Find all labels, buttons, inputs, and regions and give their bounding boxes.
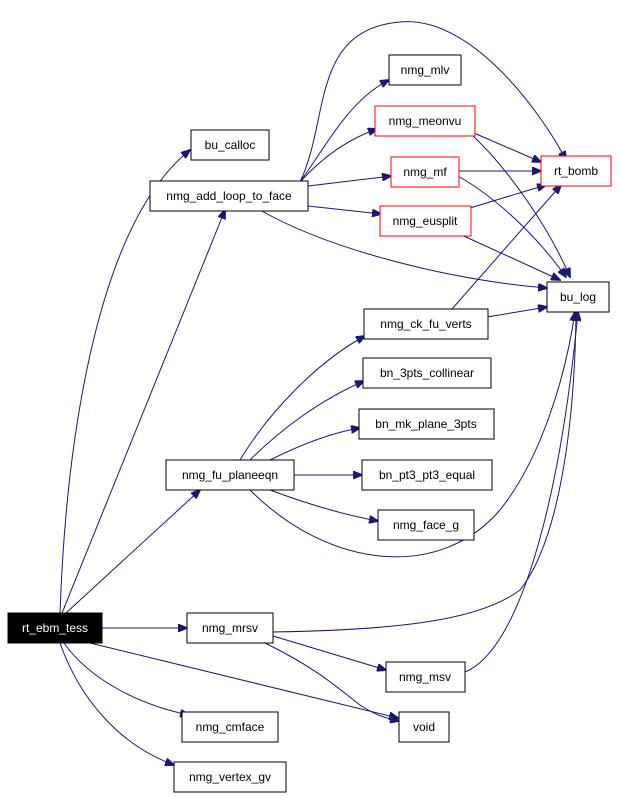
- node-label: nmg_cmface: [196, 720, 265, 734]
- node-label: nmg_mf: [403, 165, 447, 179]
- node-nmg_add_loop_to_face[interactable]: nmg_add_loop_to_face: [149, 180, 309, 212]
- edge-nmg_add_loop_to_face-nmg_eusplit: [307, 205, 381, 214]
- node-nmg_vertex_gv[interactable]: nmg_vertex_gv: [173, 761, 287, 793]
- node-label: nmg_eusplit: [393, 214, 458, 228]
- edge-nmg_add_loop_to_face-nmg_mlv: [299, 80, 389, 183]
- edge-nmg_fu_planeeqn-bu_log: [249, 312, 575, 558]
- node-label: nmg_msv: [399, 670, 451, 684]
- edge-nmg_mrsv-nmg_msv: [272, 635, 386, 670]
- nodes: rt_ebm_tess bu_calloc nmg_add_loop_to_fa…: [7, 54, 612, 793]
- node-rt_ebm_tess[interactable]: rt_ebm_tess: [7, 612, 103, 644]
- node-bn_3pts_collinear[interactable]: bn_3pts_collinear: [362, 357, 492, 389]
- edge-nmg_ck_fu_verts-bu_log: [486, 307, 547, 318]
- edge-rt_ebm_tess-nmg_fu_planeeqn: [65, 490, 200, 614]
- edge-nmg_fu_planeeqn-bn_mk_plane_3pts: [269, 428, 360, 461]
- edge-nmg_msv-bu_log: [464, 312, 578, 673]
- edge-rt_ebm_tess-void: [89, 642, 398, 718]
- edge-nmg_meonvu-rt_bomb: [473, 132, 541, 162]
- node-label: nmg_vertex_gv: [189, 770, 271, 784]
- node-rt_bomb[interactable]: rt_bomb: [540, 155, 612, 187]
- node-nmg_msv[interactable]: nmg_msv: [385, 661, 466, 693]
- edge-nmg_add_loop_to_face-nmg_meonvu: [299, 129, 377, 183]
- node-label: bn_mk_plane_3pts: [375, 417, 476, 431]
- node-bu_log[interactable]: bu_log: [546, 281, 610, 313]
- node-label: void: [413, 720, 435, 734]
- node-nmg_eusplit[interactable]: nmg_eusplit: [379, 205, 472, 237]
- node-nmg_mrsv[interactable]: nmg_mrsv: [186, 612, 274, 644]
- edge-rt_ebm_tess-nmg_vertex_gv: [59, 642, 174, 765]
- node-label: rt_bomb: [554, 164, 598, 178]
- edge-nmg_mrsv-bu_log: [272, 312, 576, 633]
- node-nmg_fu_planeeqn[interactable]: nmg_fu_planeeqn: [165, 459, 295, 491]
- node-label: bn_3pts_collinear: [380, 366, 474, 380]
- node-label: nmg_fu_planeeqn: [182, 468, 278, 482]
- node-label: bu_calloc: [205, 138, 256, 152]
- node-nmg_meonvu[interactable]: nmg_meonvu: [374, 105, 476, 137]
- edge-nmg_meonvu-bu_log: [469, 132, 570, 277]
- node-nmg_ck_fu_verts[interactable]: nmg_ck_fu_verts: [363, 308, 489, 340]
- node-label: rt_ebm_tess: [22, 621, 88, 635]
- node-label: nmg_face_g: [393, 518, 459, 532]
- node-label: nmg_meonvu: [389, 114, 462, 128]
- edge-rt_ebm_tess-bu_calloc: [59, 150, 190, 614]
- node-nmg_mlv[interactable]: nmg_mlv: [388, 54, 462, 86]
- node-nmg_cmface[interactable]: nmg_cmface: [181, 711, 279, 743]
- edge-nmg_add_loop_to_face-nmg_mf: [307, 176, 391, 187]
- node-bu_calloc[interactable]: bu_calloc: [190, 129, 270, 161]
- edge-nmg_ck_fu_verts-rt_bomb: [451, 185, 561, 310]
- edge-nmg_mrsv-void: [264, 642, 399, 721]
- edge-nmg_add_loop_to_face-rt_bomb: [299, 21, 566, 183]
- edge-rt_ebm_tess-nmg_cmface: [63, 642, 189, 715]
- node-nmg_face_g[interactable]: nmg_face_g: [377, 509, 475, 541]
- edge-nmg_fu_planeeqn-nmg_face_g: [269, 489, 378, 521]
- node-bn_pt3_pt3_equal[interactable]: bn_pt3_pt3_equal: [361, 459, 493, 491]
- edges: [59, 21, 578, 765]
- edge-nmg_fu_planeeqn-nmg_ck_fu_verts: [239, 336, 365, 461]
- edge-nmg_mf-bu_log: [457, 175, 566, 277]
- node-label: bu_log: [560, 290, 596, 304]
- node-label: nmg_mlv: [401, 63, 450, 77]
- node-label: bn_pt3_pt3_equal: [379, 468, 475, 482]
- edge-nmg_fu_planeeqn-bn_3pts_collinear: [249, 381, 364, 461]
- node-label: nmg_mrsv: [202, 621, 258, 635]
- edge-nmg_eusplit-rt_bomb: [469, 185, 546, 209]
- node-nmg_mf[interactable]: nmg_mf: [390, 156, 460, 188]
- node-label: nmg_add_loop_to_face: [166, 189, 292, 203]
- edge-nmg_eusplit-bu_log: [454, 231, 560, 280]
- edge-nmg_add_loop_to_face-bu_log: [259, 209, 547, 288]
- node-label: nmg_ck_fu_verts: [380, 317, 471, 331]
- node-bn_mk_plane_3pts[interactable]: bn_mk_plane_3pts: [358, 408, 495, 440]
- node-void[interactable]: void: [398, 711, 450, 743]
- edge-rt_ebm_tess-nmg_add_loop_to_face: [61, 210, 225, 614]
